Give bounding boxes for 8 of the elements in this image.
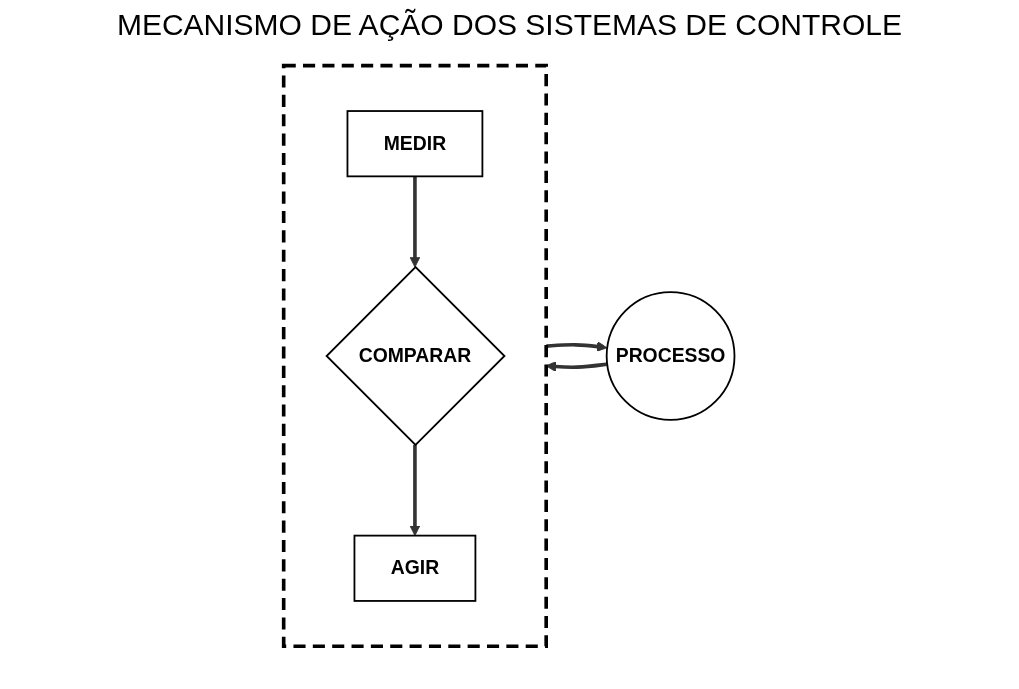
diagram-title: MECANISMO DE AÇÃO DOS SISTEMAS DE CONTROLE bbox=[115, 7, 904, 43]
arrow bbox=[410, 444, 421, 537]
cluster bbox=[282, 63, 549, 649]
node-diamond: COMPARAR bbox=[325, 265, 507, 447]
node-box: AGIR bbox=[353, 534, 477, 602]
arrow bbox=[410, 176, 421, 268]
node-box: MEDIR bbox=[346, 110, 484, 178]
node-circle: PROCESSO bbox=[606, 291, 736, 421]
